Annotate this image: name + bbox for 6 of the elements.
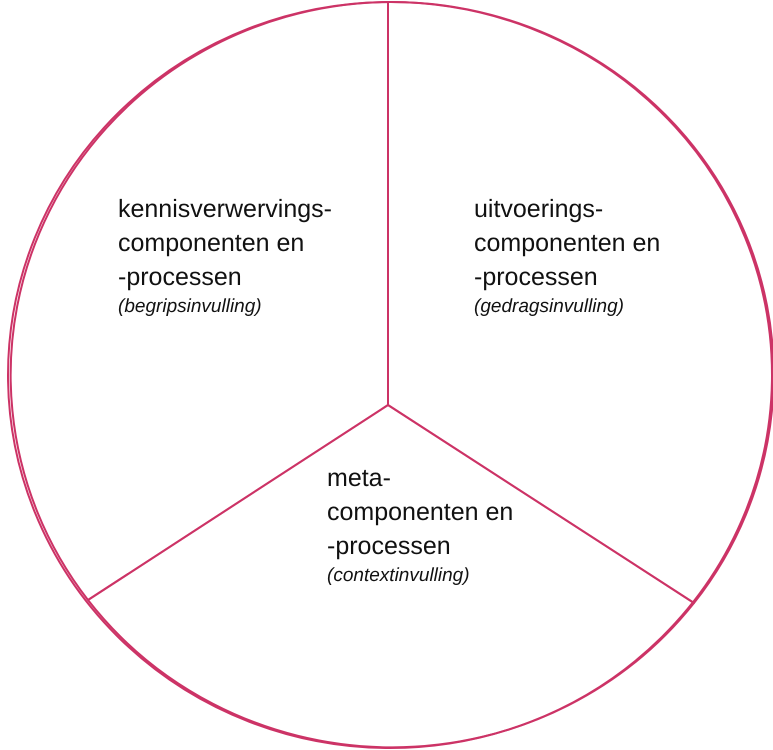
sector-heading: meta- componenten en -processen (327, 463, 514, 562)
sector-note: (contextinvulling) (327, 564, 471, 588)
sector-note: (gedragsinvulling) (474, 295, 625, 319)
sector-heading: uitvoerings- componenten en -processen (474, 194, 662, 293)
sector-heading: kennisverwervings- componenten en -processen (118, 194, 333, 293)
sector-note: (begripsinvulling) (118, 295, 263, 319)
